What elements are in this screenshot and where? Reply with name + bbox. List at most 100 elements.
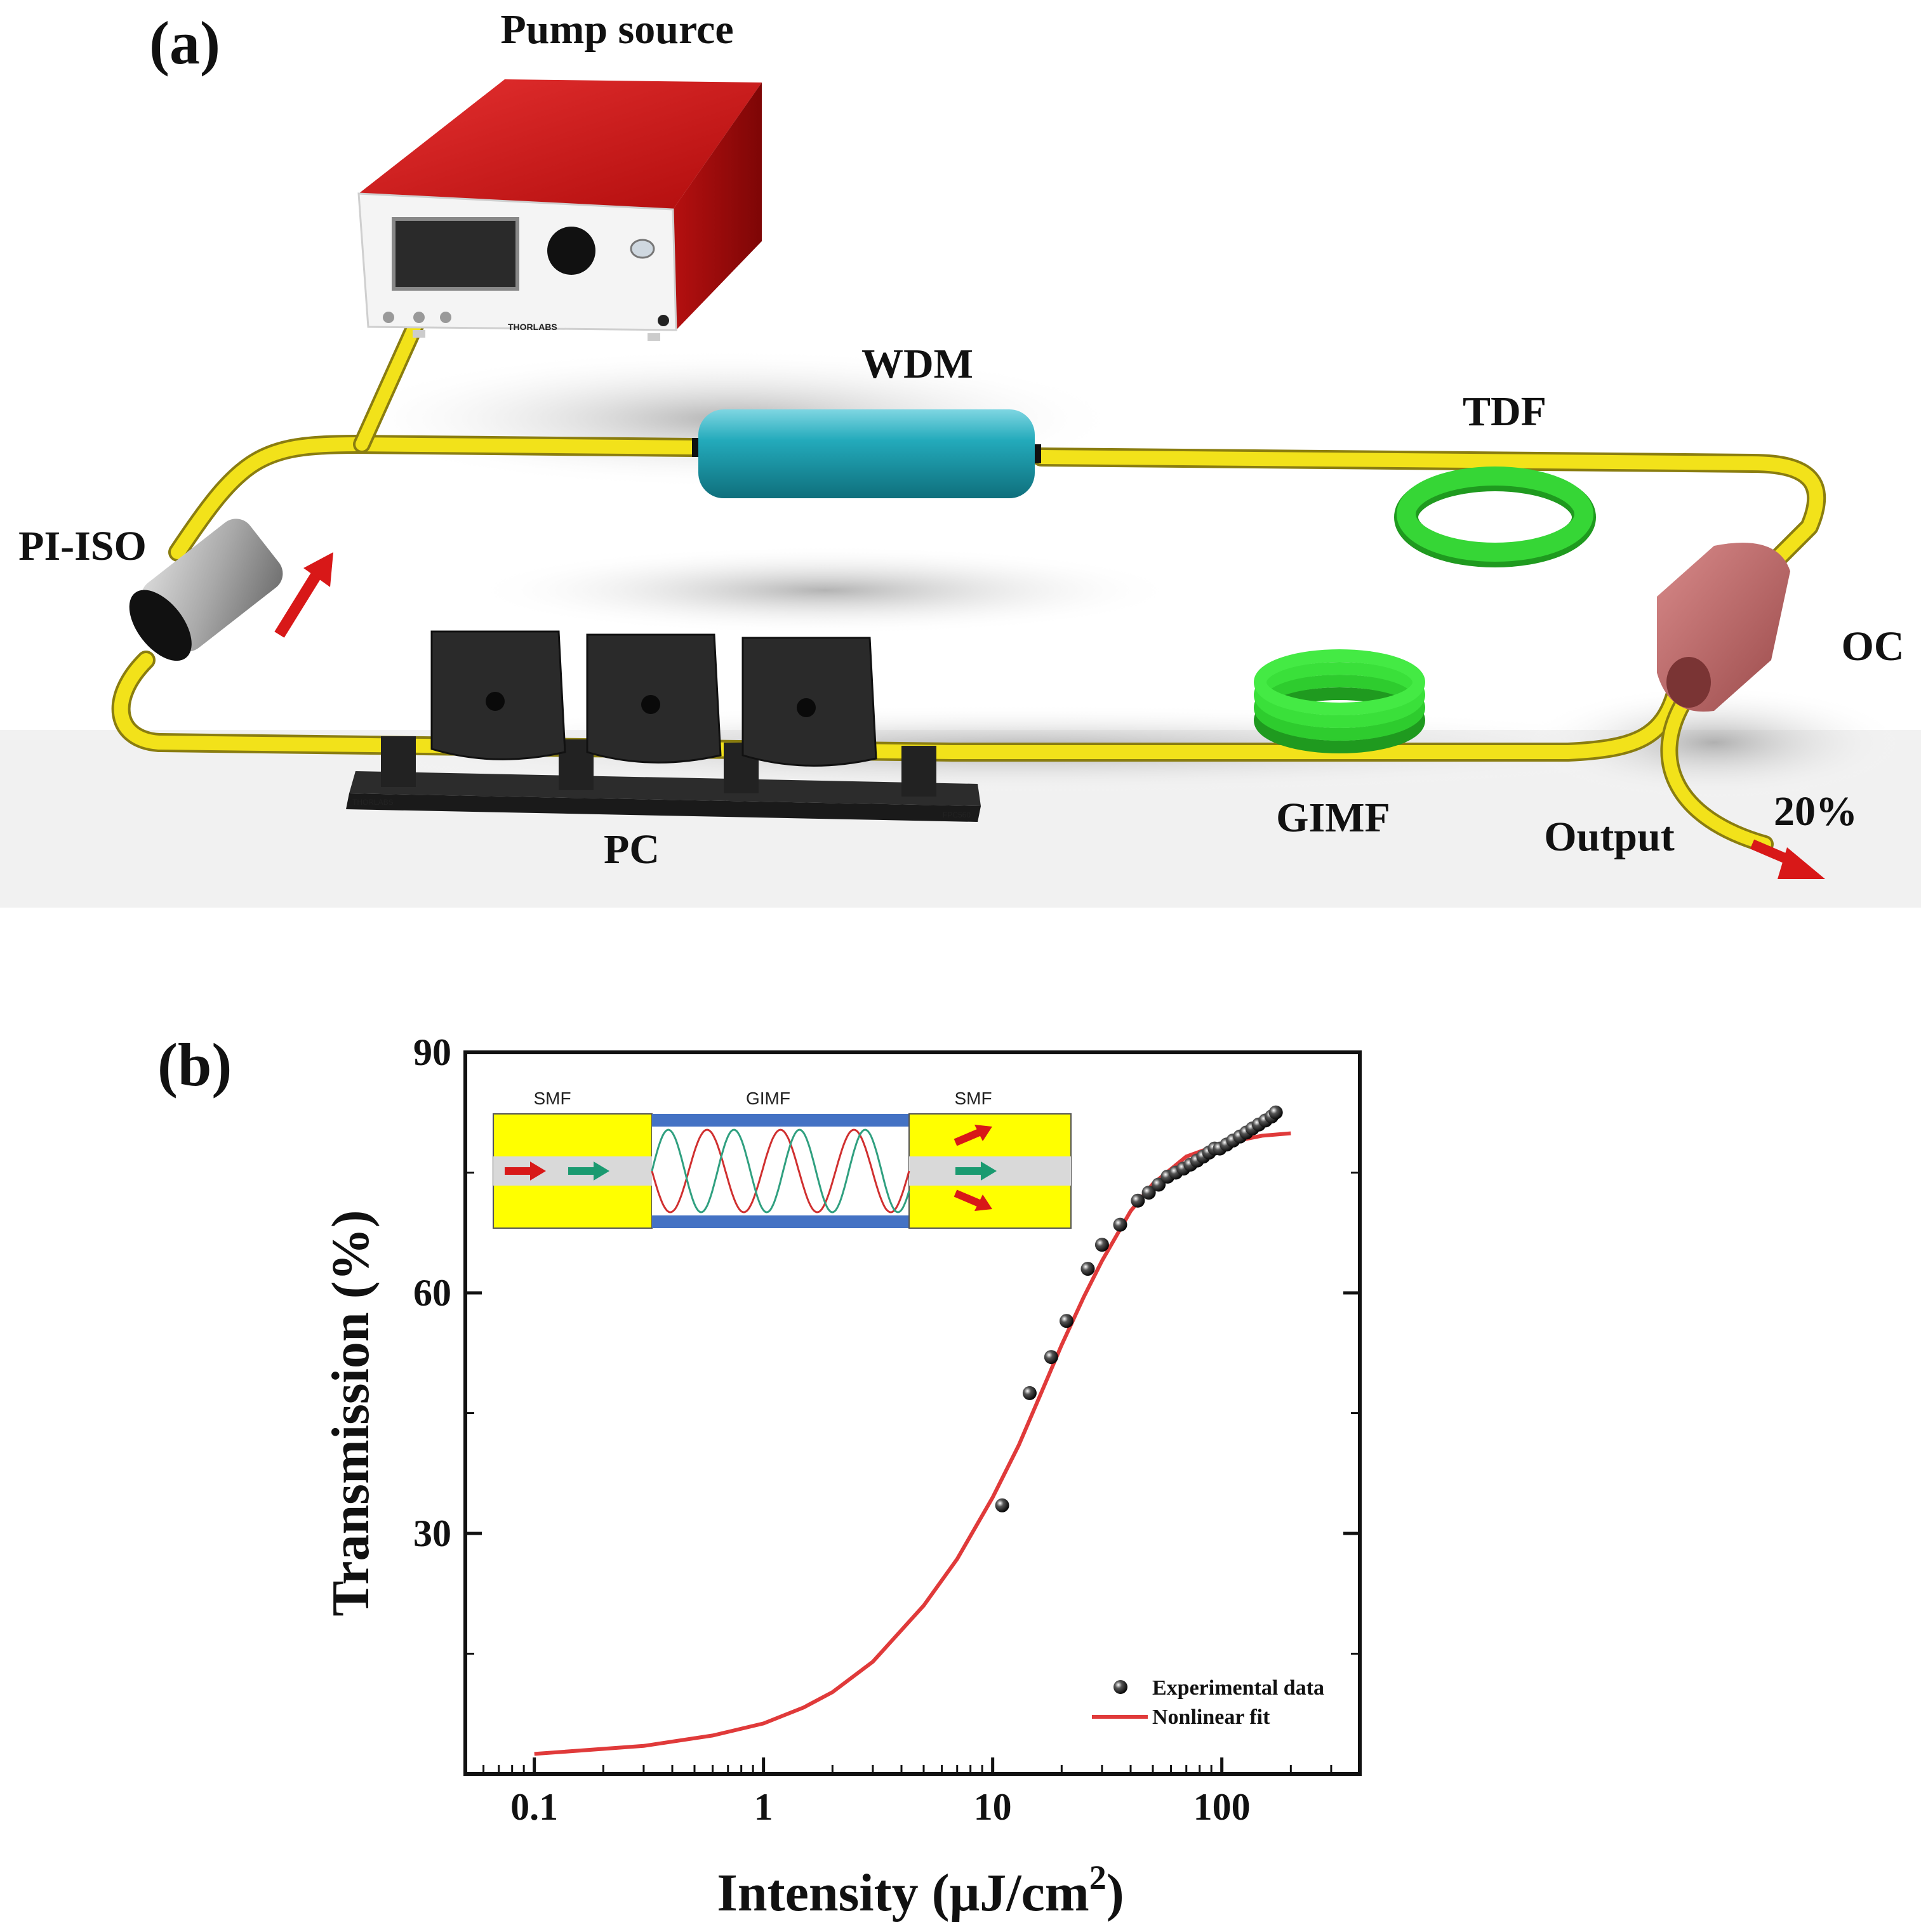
data-point — [1268, 1105, 1283, 1120]
gimf-coil — [1254, 649, 1425, 753]
polarization-controller: THORLABS FPC560 — [346, 630, 981, 822]
pump-switch — [658, 315, 669, 326]
x-tick-label: 100 — [1193, 1786, 1251, 1828]
pump-foot-1 — [413, 330, 425, 338]
panel-b-label: (b) — [157, 1031, 232, 1099]
inset-green-arrow-in-head — [594, 1161, 609, 1181]
inset-red-arrow-down-head — [974, 1194, 992, 1211]
pump-port-2 — [413, 312, 425, 323]
data-point — [1152, 1177, 1166, 1192]
x-axis-label: Intensity (μJ/cm2) — [717, 1858, 1124, 1922]
data-point — [1131, 1193, 1145, 1208]
iso-direction-shaft — [274, 565, 326, 638]
inset-red-arrow-in-head — [530, 1161, 546, 1181]
inset-schematic: SMF GIMF SMF — [493, 1088, 1072, 1229]
data-point — [1141, 1186, 1156, 1200]
pi-iso-label: PI-ISO — [18, 523, 147, 569]
inset-red-arrow-up-head — [974, 1125, 992, 1141]
x-axis-label-close: ) — [1107, 1863, 1124, 1922]
pc-paddle-1-hub — [486, 692, 505, 711]
pc-clamp-4 — [901, 746, 936, 797]
gimf-label: GIMF — [1276, 795, 1390, 841]
pc-base — [346, 793, 981, 822]
ratio-label: 20% — [1774, 788, 1858, 835]
y-tick-label: 90 — [413, 1031, 451, 1073]
x-tick-label: 0.1 — [510, 1786, 558, 1828]
x-tick-label: 1 — [754, 1786, 773, 1828]
legend-label-fit: Nonlinear fit — [1152, 1705, 1270, 1729]
oc-shadow — [1524, 685, 1904, 800]
pc-clamp-1 — [381, 736, 416, 787]
pump-knob — [547, 227, 595, 275]
pump-display — [392, 217, 519, 291]
legend: Experimental data Nonlinear fit — [1092, 1676, 1324, 1729]
legend-marker-experimental — [1113, 1680, 1127, 1694]
data-point — [1080, 1262, 1095, 1276]
y-axis-ticks: 30 60 90 — [413, 1031, 1360, 1776]
data-point — [1094, 1238, 1109, 1252]
pc-model: FPC560 — [943, 811, 971, 819]
wdm-body — [698, 409, 1035, 498]
pc-rail — [349, 771, 981, 806]
inset-red-arrow-up — [954, 1128, 983, 1146]
pump-top — [359, 79, 762, 209]
output-fiber — [1663, 698, 1771, 850]
panel-b: (b) 0.1 1 10 100 30 60 90 — [157, 1031, 1362, 1922]
transmission-chart: 0.1 1 10 100 30 60 90 — [321, 1031, 1362, 1922]
iso-direction-arrow — [303, 552, 333, 587]
pi-iso — [129, 519, 333, 661]
pump-led — [630, 239, 655, 259]
panel-a: (a) THORLABS Pump source — [0, 6, 1921, 908]
y-axis-label: Transmission (%) — [321, 1210, 380, 1616]
wdm-label: WDM — [861, 341, 973, 387]
output-coupler — [1657, 543, 1790, 712]
series-nonlinear-fit — [534, 1131, 1291, 1756]
pump-fiber — [356, 311, 425, 451]
output-label: Output — [1544, 814, 1674, 860]
wdm-shadow — [470, 546, 1181, 635]
inset-gimf-label: GIMF — [746, 1088, 790, 1108]
inset-smf-right-label: SMF — [954, 1088, 992, 1108]
pump-foot-2 — [648, 333, 660, 341]
legend-label-experimental: Experimental data — [1152, 1676, 1324, 1700]
data-point — [995, 1498, 1009, 1512]
fiber-loop — [111, 308, 1826, 853]
pump-port-1 — [383, 312, 394, 323]
pc-label: PC — [604, 826, 660, 873]
x-axis-label-main: Intensity (μJ/cm — [717, 1863, 1089, 1922]
wdm-coupler — [692, 409, 1041, 498]
pc-paddle-3-hub — [797, 698, 816, 717]
tdf-label: TDF — [1463, 388, 1546, 435]
series-experimental-data — [995, 1105, 1283, 1512]
inset-gimf-core — [652, 1127, 909, 1215]
tdf-coil — [1394, 466, 1596, 567]
tdf-ring — [1397, 466, 1593, 562]
inset-smf-left-label: SMF — [533, 1088, 571, 1108]
inset-mode-wave-red — [651, 1128, 910, 1214]
pc-brand: THORLABS — [352, 798, 394, 807]
panel-a-label: (a) — [149, 9, 220, 77]
pump-brand: THORLABS — [508, 322, 557, 332]
output-arrow-head — [1778, 847, 1825, 879]
inset-mode-wave-green — [651, 1128, 910, 1214]
oc-port — [1666, 657, 1711, 708]
pump-port-3 — [440, 312, 451, 323]
pump-source-label: Pump source — [500, 6, 733, 53]
y-tick-label: 60 — [413, 1272, 451, 1314]
iso-end — [129, 590, 192, 661]
x-axis-ticks: 0.1 1 10 100 — [464, 1757, 1361, 1828]
x-axis-label-sup: 2 — [1089, 1858, 1107, 1896]
y-tick-label: 30 — [413, 1512, 451, 1554]
x-tick-label: 10 — [974, 1786, 1012, 1828]
data-point — [1022, 1386, 1037, 1400]
inset-red-arrow-down — [954, 1189, 983, 1208]
gimf-turn-4 — [1254, 649, 1425, 715]
data-point — [1044, 1350, 1058, 1365]
fiber-main — [114, 437, 1824, 759]
pc-paddle-2-hub — [641, 695, 660, 714]
data-point — [1059, 1314, 1074, 1328]
inset-green-arrow-out-head — [981, 1161, 997, 1181]
pump-side — [673, 83, 762, 330]
oc-label: OC — [1842, 623, 1904, 670]
